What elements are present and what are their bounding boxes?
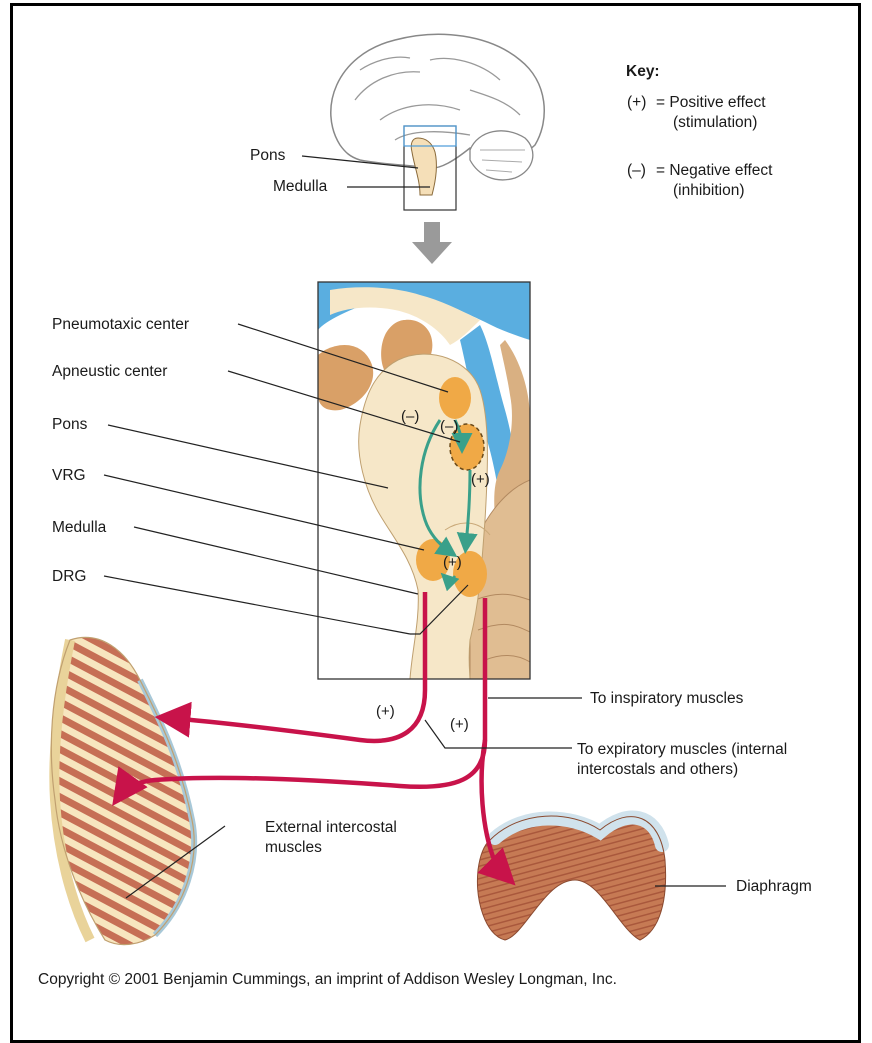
down-arrow-icon: [412, 222, 452, 264]
key-negative-sub: (inhibition): [673, 181, 745, 200]
key-positive-symbol: (+): [627, 93, 646, 112]
key-positive-text: = Positive effect: [656, 93, 766, 112]
diaphragm-illustration: [477, 816, 665, 940]
label-external-intercostal-line1: External intercostal: [265, 818, 397, 837]
copyright-notice: Copyright © 2001 Benjamin Cummings, an i…: [38, 970, 617, 989]
effect-positive-left-nerve: (+): [376, 703, 395, 720]
effect-positive-apneustic: (+): [471, 471, 490, 488]
label-pons: Pons: [52, 415, 87, 434]
key-negative-text: = Negative effect: [656, 161, 772, 180]
brain-sagittal-icon: [331, 34, 544, 210]
pneumotaxic-center-node: [439, 377, 471, 419]
key-negative-symbol: (–): [627, 161, 646, 180]
key-title: Key:: [626, 62, 660, 81]
label-to-inspiratory-muscles: To inspiratory muscles: [590, 689, 743, 708]
effect-negative-left: (–): [401, 408, 419, 425]
label-to-expiratory-muscles-line2: intercostals and others): [577, 760, 738, 779]
label-external-intercostal-line2: muscles: [265, 838, 322, 857]
label-drg: DRG: [52, 567, 86, 586]
effect-negative-right: (–): [440, 418, 458, 435]
key-positive-sub: (stimulation): [673, 113, 757, 132]
label-medulla-small: Medulla: [273, 177, 327, 196]
label-pons-small: Pons: [250, 146, 285, 165]
label-apneustic-center: Apneustic center: [52, 362, 167, 381]
effect-positive-drg: (+): [443, 554, 462, 571]
label-vrg: VRG: [52, 466, 86, 485]
respiratory-control-diagram: [0, 0, 872, 1009]
label-pneumotaxic-center: Pneumotaxic center: [52, 315, 189, 334]
effect-positive-right-nerve: (+): [450, 716, 469, 733]
label-diaphragm: Diaphragm: [736, 877, 812, 896]
label-medulla: Medulla: [52, 518, 106, 537]
label-to-expiratory-muscles-line1: To expiratory muscles (internal: [577, 740, 787, 759]
